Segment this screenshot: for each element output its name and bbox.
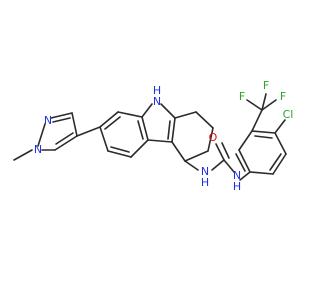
bond-ar-3 [251, 130, 276, 134]
atom-pyrazole-n2: N [44, 114, 52, 127]
bond-pyrrole-2 [160, 103, 176, 119]
atom-f1: F [239, 90, 245, 103]
atom-urea-n2: N [233, 169, 241, 182]
atom-urea-h1: H [201, 176, 209, 189]
atom-labels: N N N H N H O N H Cl F F F [34, 79, 293, 193]
bond-pyrrole-1 [141, 103, 153, 118]
bond-cy-4 [184, 150, 209, 162]
bond-nh-to-c [211, 159, 225, 171]
bond-bz-4 [130, 139, 149, 158]
bond-pyrrole-3-double [167, 120, 171, 140]
bond-ar-5 [272, 153, 287, 175]
atom-urea-h2: H [233, 180, 241, 193]
bond-bz-5 [107, 150, 132, 158]
bond-ar-1-double [235, 153, 246, 172]
bond-ar-3-double [254, 135, 273, 139]
bond-cy-1 [174, 111, 197, 119]
bond-pz-c4-c5-double [55, 132, 74, 145]
bond-bz-1 [99, 111, 119, 128]
bond-pz-c3-c4 [71, 112, 78, 137]
bond-c-o [215, 143, 225, 161]
bond-pz-n2-c3-double [52, 117, 71, 123]
bond-cy-2 [195, 111, 214, 129]
bond-pyrrole-4 [147, 139, 173, 143]
bond-c-to-nh2 [223, 159, 235, 173]
bond-cy-5 [171, 141, 186, 162]
bond-ar-cf3 [251, 109, 263, 132]
bond-cy-3 [207, 127, 214, 152]
bond-pyrrole-3 [171, 117, 176, 143]
atom-indole-h: H [153, 84, 161, 97]
bond-ar-4 [274, 132, 287, 155]
bond-ar-cl [274, 119, 286, 134]
bond-bz-5-double [110, 146, 130, 153]
atom-urea-o: O [209, 131, 218, 144]
bond-cf3-f3 [261, 99, 277, 111]
bond-methyl [13, 149, 33, 161]
atom-urea-n1: N [201, 165, 209, 178]
bond-bz-3-double [137, 120, 144, 140]
bond-bz-3 [141, 116, 149, 141]
bond-ar-5-double [269, 153, 282, 171]
bond-nh2-to-aryl [239, 171, 251, 181]
bond-pz-c4-c5 [54, 135, 78, 151]
bond-ar-6 [249, 171, 274, 175]
atom-f2: F [263, 79, 269, 92]
atom-f3: F [280, 90, 286, 103]
atom-cl: Cl [283, 108, 294, 121]
bond-cy-to-nh [184, 160, 199, 171]
bond-bz-1-double [104, 116, 121, 130]
bond-bz-6 [99, 126, 109, 152]
bond-cf3-f1 [246, 99, 263, 111]
molecule-structure: N N N H N H O N H Cl F F F [13, 79, 293, 193]
bond-pz-n2-c3 [50, 112, 73, 119]
bond-ar-2 [238, 130, 253, 151]
bond-pz-n1-n2 [37, 123, 46, 147]
bond-bz-2 [117, 111, 143, 118]
bond-pz-to-benzene [76, 126, 101, 137]
bond-c-o-double [221, 142, 230, 159]
atom-pyrazole-n1: N [34, 143, 42, 156]
bond-cf3-f2 [261, 93, 267, 111]
bond-ar-1 [238, 149, 251, 173]
atom-indole-n: N [153, 95, 161, 108]
